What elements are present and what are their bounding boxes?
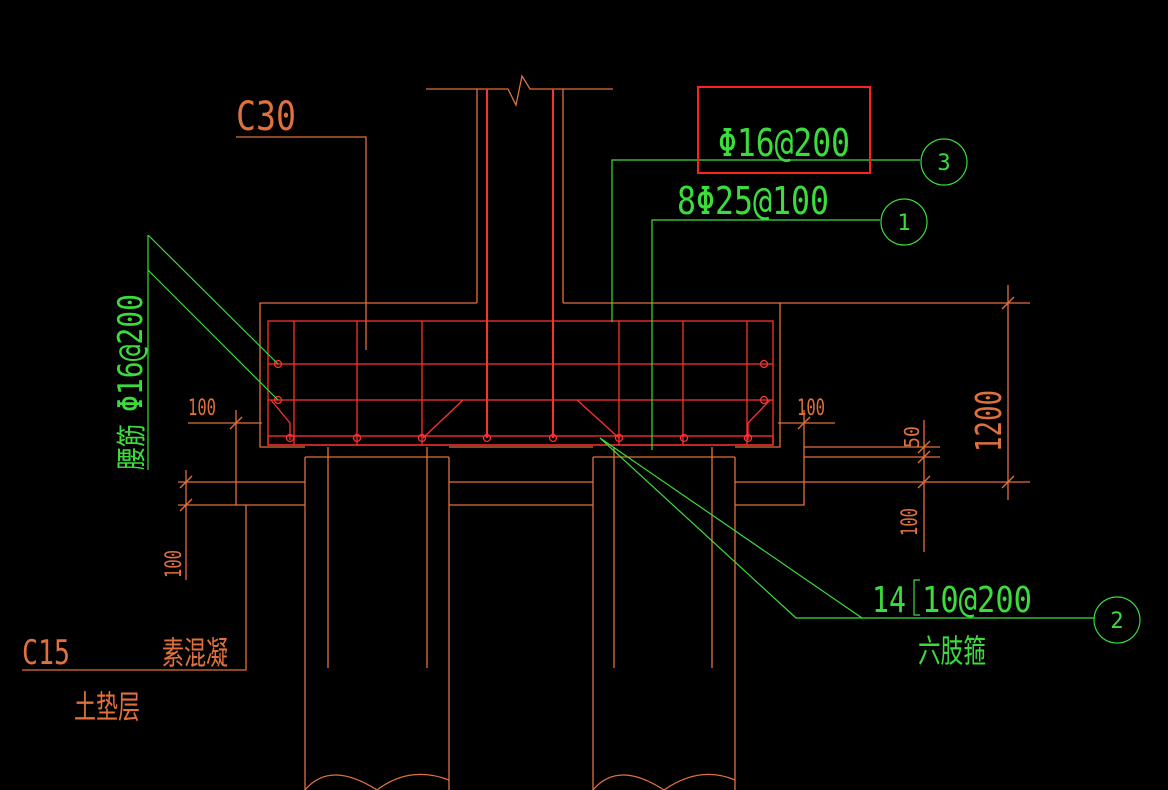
waist-bar-leader-2 xyxy=(147,269,279,401)
callout-1-spec: 8Φ25@100 xyxy=(677,179,829,223)
concrete-outline xyxy=(22,74,1030,790)
cushion-layer-right xyxy=(735,481,805,506)
bar-dot-top-left xyxy=(273,359,283,369)
pile-anchor-left-1 xyxy=(270,399,291,440)
waist-bar-spec: Φ16@200 xyxy=(111,294,151,412)
cushion-grade-label: C15 xyxy=(22,633,70,673)
c15-leader xyxy=(22,505,247,671)
leader-2-b xyxy=(599,437,862,619)
dim-right-tick-3 xyxy=(917,475,931,489)
dim-cushion-left-tick1 xyxy=(179,475,193,489)
pile-right-break xyxy=(592,773,736,790)
cushion-layer-left xyxy=(235,481,305,506)
callout-number-1[interactable]: 1 xyxy=(897,211,910,236)
bar-dot-b4 xyxy=(482,433,492,443)
cushion-type-label: 素混凝 xyxy=(162,634,228,672)
bar-dot-mid-right xyxy=(759,395,769,405)
callout-number-2[interactable]: 2 xyxy=(1110,609,1123,634)
dim-cover-left-tick xyxy=(229,416,243,430)
concrete-grade-label: C30 xyxy=(236,94,296,140)
pile-anchor-right-1 xyxy=(576,399,620,439)
dim-right-tick-2 xyxy=(917,450,931,464)
cushion-layer-label: 土垫层 xyxy=(74,688,140,726)
dim-cushion-left-text: 100 xyxy=(162,550,187,578)
leader-1 xyxy=(651,219,880,450)
dim-cover-right-text: 100 xyxy=(797,396,825,421)
rebar-cage xyxy=(267,89,774,446)
dim-cap-height-text: 1200 xyxy=(969,390,1010,452)
dim-cover-left-text: 100 xyxy=(188,396,216,421)
leader-3 xyxy=(611,159,920,322)
highlight-box[interactable] xyxy=(697,86,871,174)
pile-anchor-left-2 xyxy=(422,399,464,439)
pile-left-break xyxy=(304,773,450,790)
bar-dot-b8 xyxy=(743,433,753,443)
waist-bar-leader-1 xyxy=(147,234,279,365)
stirrup-count: 14 xyxy=(872,580,906,621)
waist-bar-name: 腰筋 xyxy=(115,424,150,470)
stirrup-type: 六肢箍 xyxy=(918,632,986,670)
bar-dot-b7 xyxy=(679,433,689,443)
bar-dot-top-right xyxy=(759,359,769,369)
callout-number-3[interactable]: 3 xyxy=(937,151,950,176)
callout-circle-1 xyxy=(880,198,928,246)
callout-3-spec[interactable]: Φ16@200 xyxy=(718,121,850,165)
column-break-symbol xyxy=(426,74,613,107)
c30-leader xyxy=(236,136,367,350)
stirrup-bracket xyxy=(913,579,920,616)
callout-circle-3 xyxy=(920,138,968,186)
bottom-bar-band xyxy=(267,435,774,446)
dim-height-tick-top xyxy=(1001,296,1015,310)
bar-dot-b1 xyxy=(285,433,295,443)
bar-dot-b2 xyxy=(352,433,362,443)
pile-cap-outline xyxy=(259,302,477,448)
bar-dot-b5 xyxy=(548,433,558,443)
bar-dot-b3 xyxy=(417,433,427,443)
dim-bottom-cover-text: 50 xyxy=(900,426,924,448)
dim-cover-right-tick xyxy=(797,416,811,430)
bar-dot-b6 xyxy=(614,433,624,443)
dim-height-tick-bottom xyxy=(1001,475,1015,489)
dim-cushion-left-tick2 xyxy=(179,498,193,512)
bar-dot-mid-left xyxy=(273,395,283,405)
leader-lines xyxy=(147,138,1141,644)
stirrup-spec: 10@200 xyxy=(922,580,1032,621)
dim-right-tick-1 xyxy=(917,440,931,454)
pile-cap-outline-right xyxy=(563,302,781,448)
outer-stirrup xyxy=(267,320,774,446)
callout-circle-2 xyxy=(1093,596,1141,644)
dim-cushion-right-text: 100 xyxy=(898,508,923,536)
pile-anchor-right-2 xyxy=(747,399,771,440)
